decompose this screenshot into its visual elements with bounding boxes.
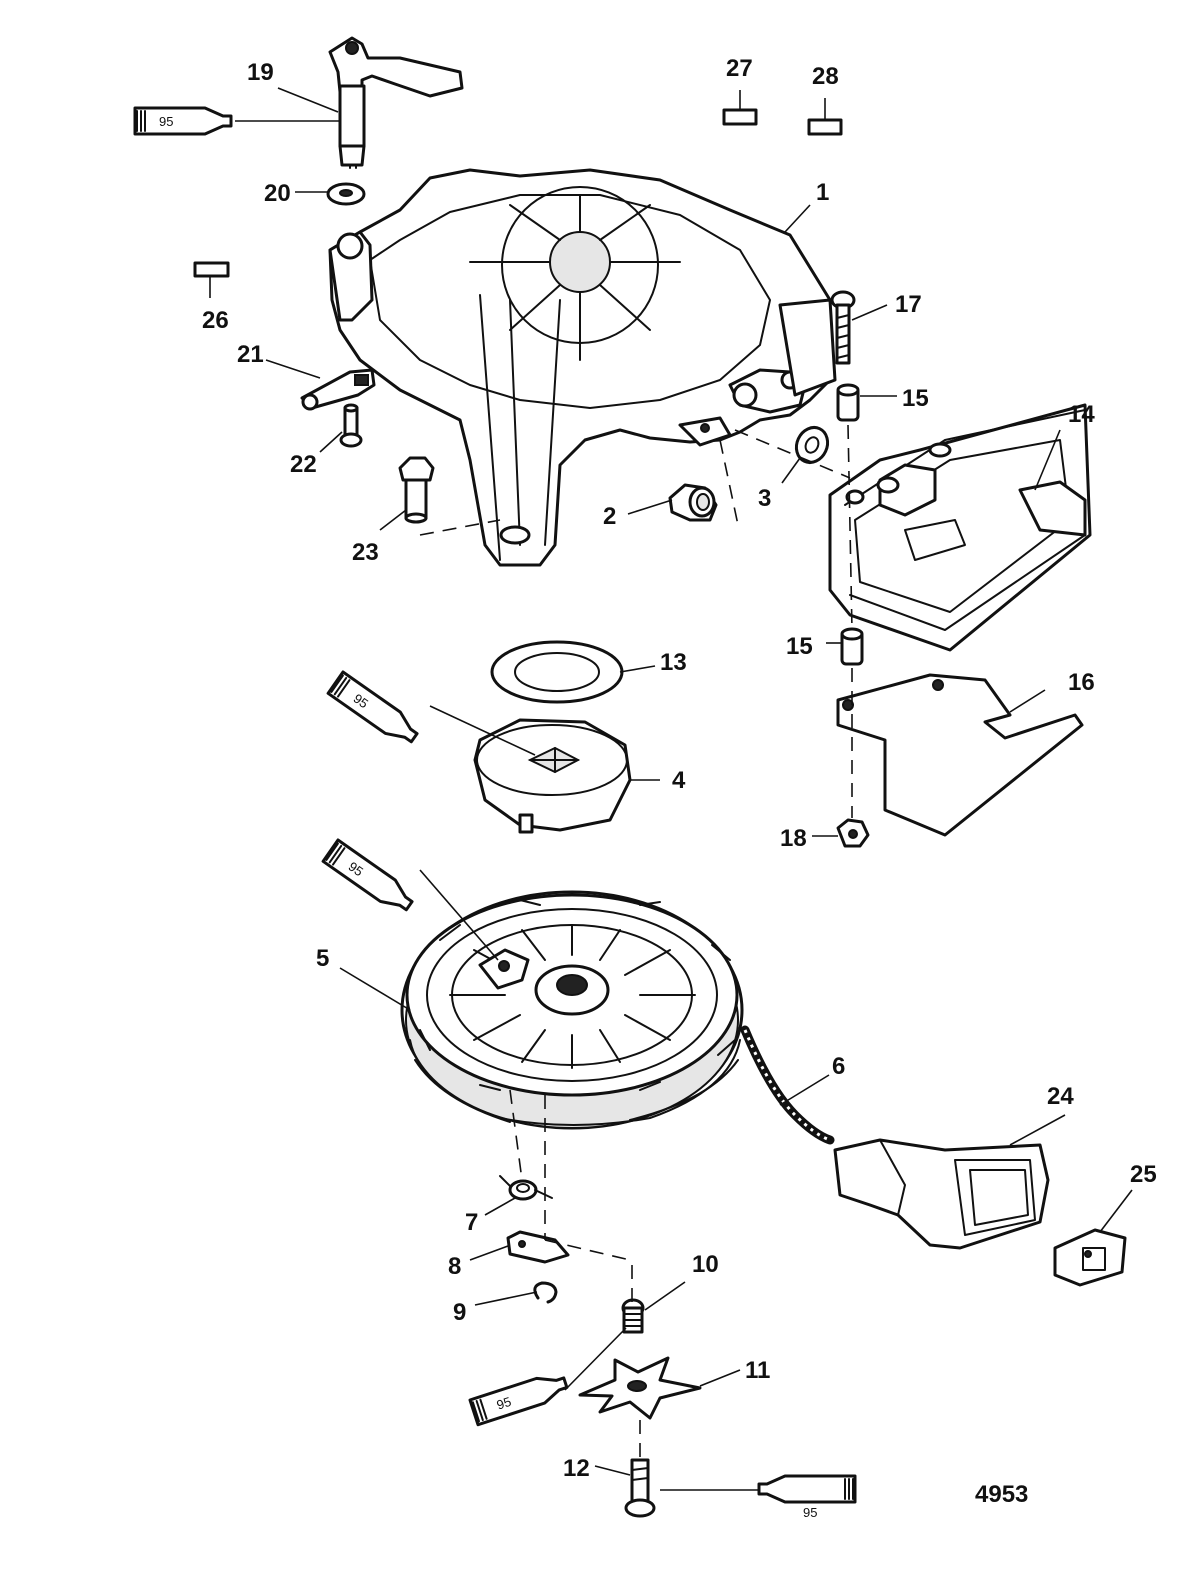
part-21-lever[interactable] [300,368,376,411]
callout-1: 1 [816,179,829,206]
part-20-washer[interactable] [326,182,366,206]
part-19-lever-shaft[interactable] [328,36,464,169]
part-3-washer[interactable] [791,422,833,467]
callout-2: 2 [603,503,616,530]
tube-label: 95 [803,1505,817,1520]
part-13-washer[interactable] [490,640,624,704]
callout-10: 10 [692,1251,719,1278]
callout-25: 25 [1130,1161,1157,1188]
callout-23: 23 [352,539,379,566]
part-15-spacer-upper[interactable] [836,383,860,422]
callout-21: 21 [237,341,264,368]
tube-label: 95 [495,1394,513,1413]
lubricant-tube-b: 95 [326,670,419,744]
part-2-bushing[interactable] [668,483,718,522]
callout-12: 12 [563,1455,590,1482]
part-26-decal[interactable] [193,261,230,278]
part-22-pin[interactable] [339,403,363,448]
callout-26: 26 [202,307,229,334]
callout-labels: 1 2 3 4 5 6 7 8 9 10 11 12 13 14 15 15 1… [202,55,1157,1482]
part-11-drive-plate[interactable] [578,1356,702,1420]
lubricant-tube-e: 95 [757,1474,857,1520]
callout-11: 11 [745,1357,770,1384]
callout-9: 9 [453,1299,466,1326]
callout-5: 5 [316,945,329,972]
part-15-spacer-lower[interactable] [840,627,864,666]
part-17-screw[interactable] [830,290,856,365]
lubricant-tube-a: 95 [133,106,233,136]
callout-24: 24 [1047,1083,1074,1110]
part-28-decal[interactable] [807,118,843,136]
part-1-starter-housing[interactable] [328,168,837,567]
assembly-axis-lines [419,424,853,1460]
callout-15-upper: 15 [902,385,929,412]
callout-20: 20 [264,180,291,207]
part-23-bolt[interactable] [398,456,435,524]
callout-8: 8 [448,1253,461,1280]
lubricant-tube-c: 95 [321,838,414,912]
part-24-rope-handle[interactable] [833,1138,1050,1250]
callout-6: 6 [832,1053,845,1080]
part-9-retaining-clip[interactable] [533,1281,558,1304]
part-5-pulley[interactable] [400,890,744,1130]
tube-label: 95 [346,859,366,880]
callout-22: 22 [290,451,317,478]
callout-13: 13 [660,649,687,676]
part-8-pawl[interactable] [506,1230,570,1264]
callout-4: 4 [672,767,686,794]
callout-19: 19 [247,59,274,86]
callout-14: 14 [1068,401,1095,428]
lubricant-tube-d: 95 [468,1376,569,1427]
part-18-nut[interactable] [836,818,870,848]
part-6-starter-rope[interactable] [740,1025,835,1145]
part-27-decal[interactable] [722,108,758,126]
callout-18: 18 [780,825,807,852]
part-16-bracket-plate[interactable] [836,673,1084,837]
figure-number: 4953 [975,1481,1028,1508]
tube-label: 95 [159,114,173,129]
callout-28: 28 [812,63,839,90]
callout-7: 7 [465,1209,478,1236]
callout-27: 27 [726,55,753,82]
tube-label: 95 [351,691,371,712]
callout-15-lower: 15 [786,633,813,660]
callout-17: 17 [895,291,922,318]
part-10-spring[interactable] [621,1298,645,1334]
part-4-spring-cup[interactable] [473,718,632,834]
part-12-bolt[interactable] [624,1458,656,1518]
callout-16: 16 [1068,669,1095,696]
part-7-pawl-spring[interactable] [499,1175,553,1201]
part-25-handle-insert[interactable] [1053,1228,1127,1287]
leader-lines [209,87,1133,1491]
part-14-cover[interactable] [828,403,1092,652]
callout-3: 3 [758,485,771,512]
